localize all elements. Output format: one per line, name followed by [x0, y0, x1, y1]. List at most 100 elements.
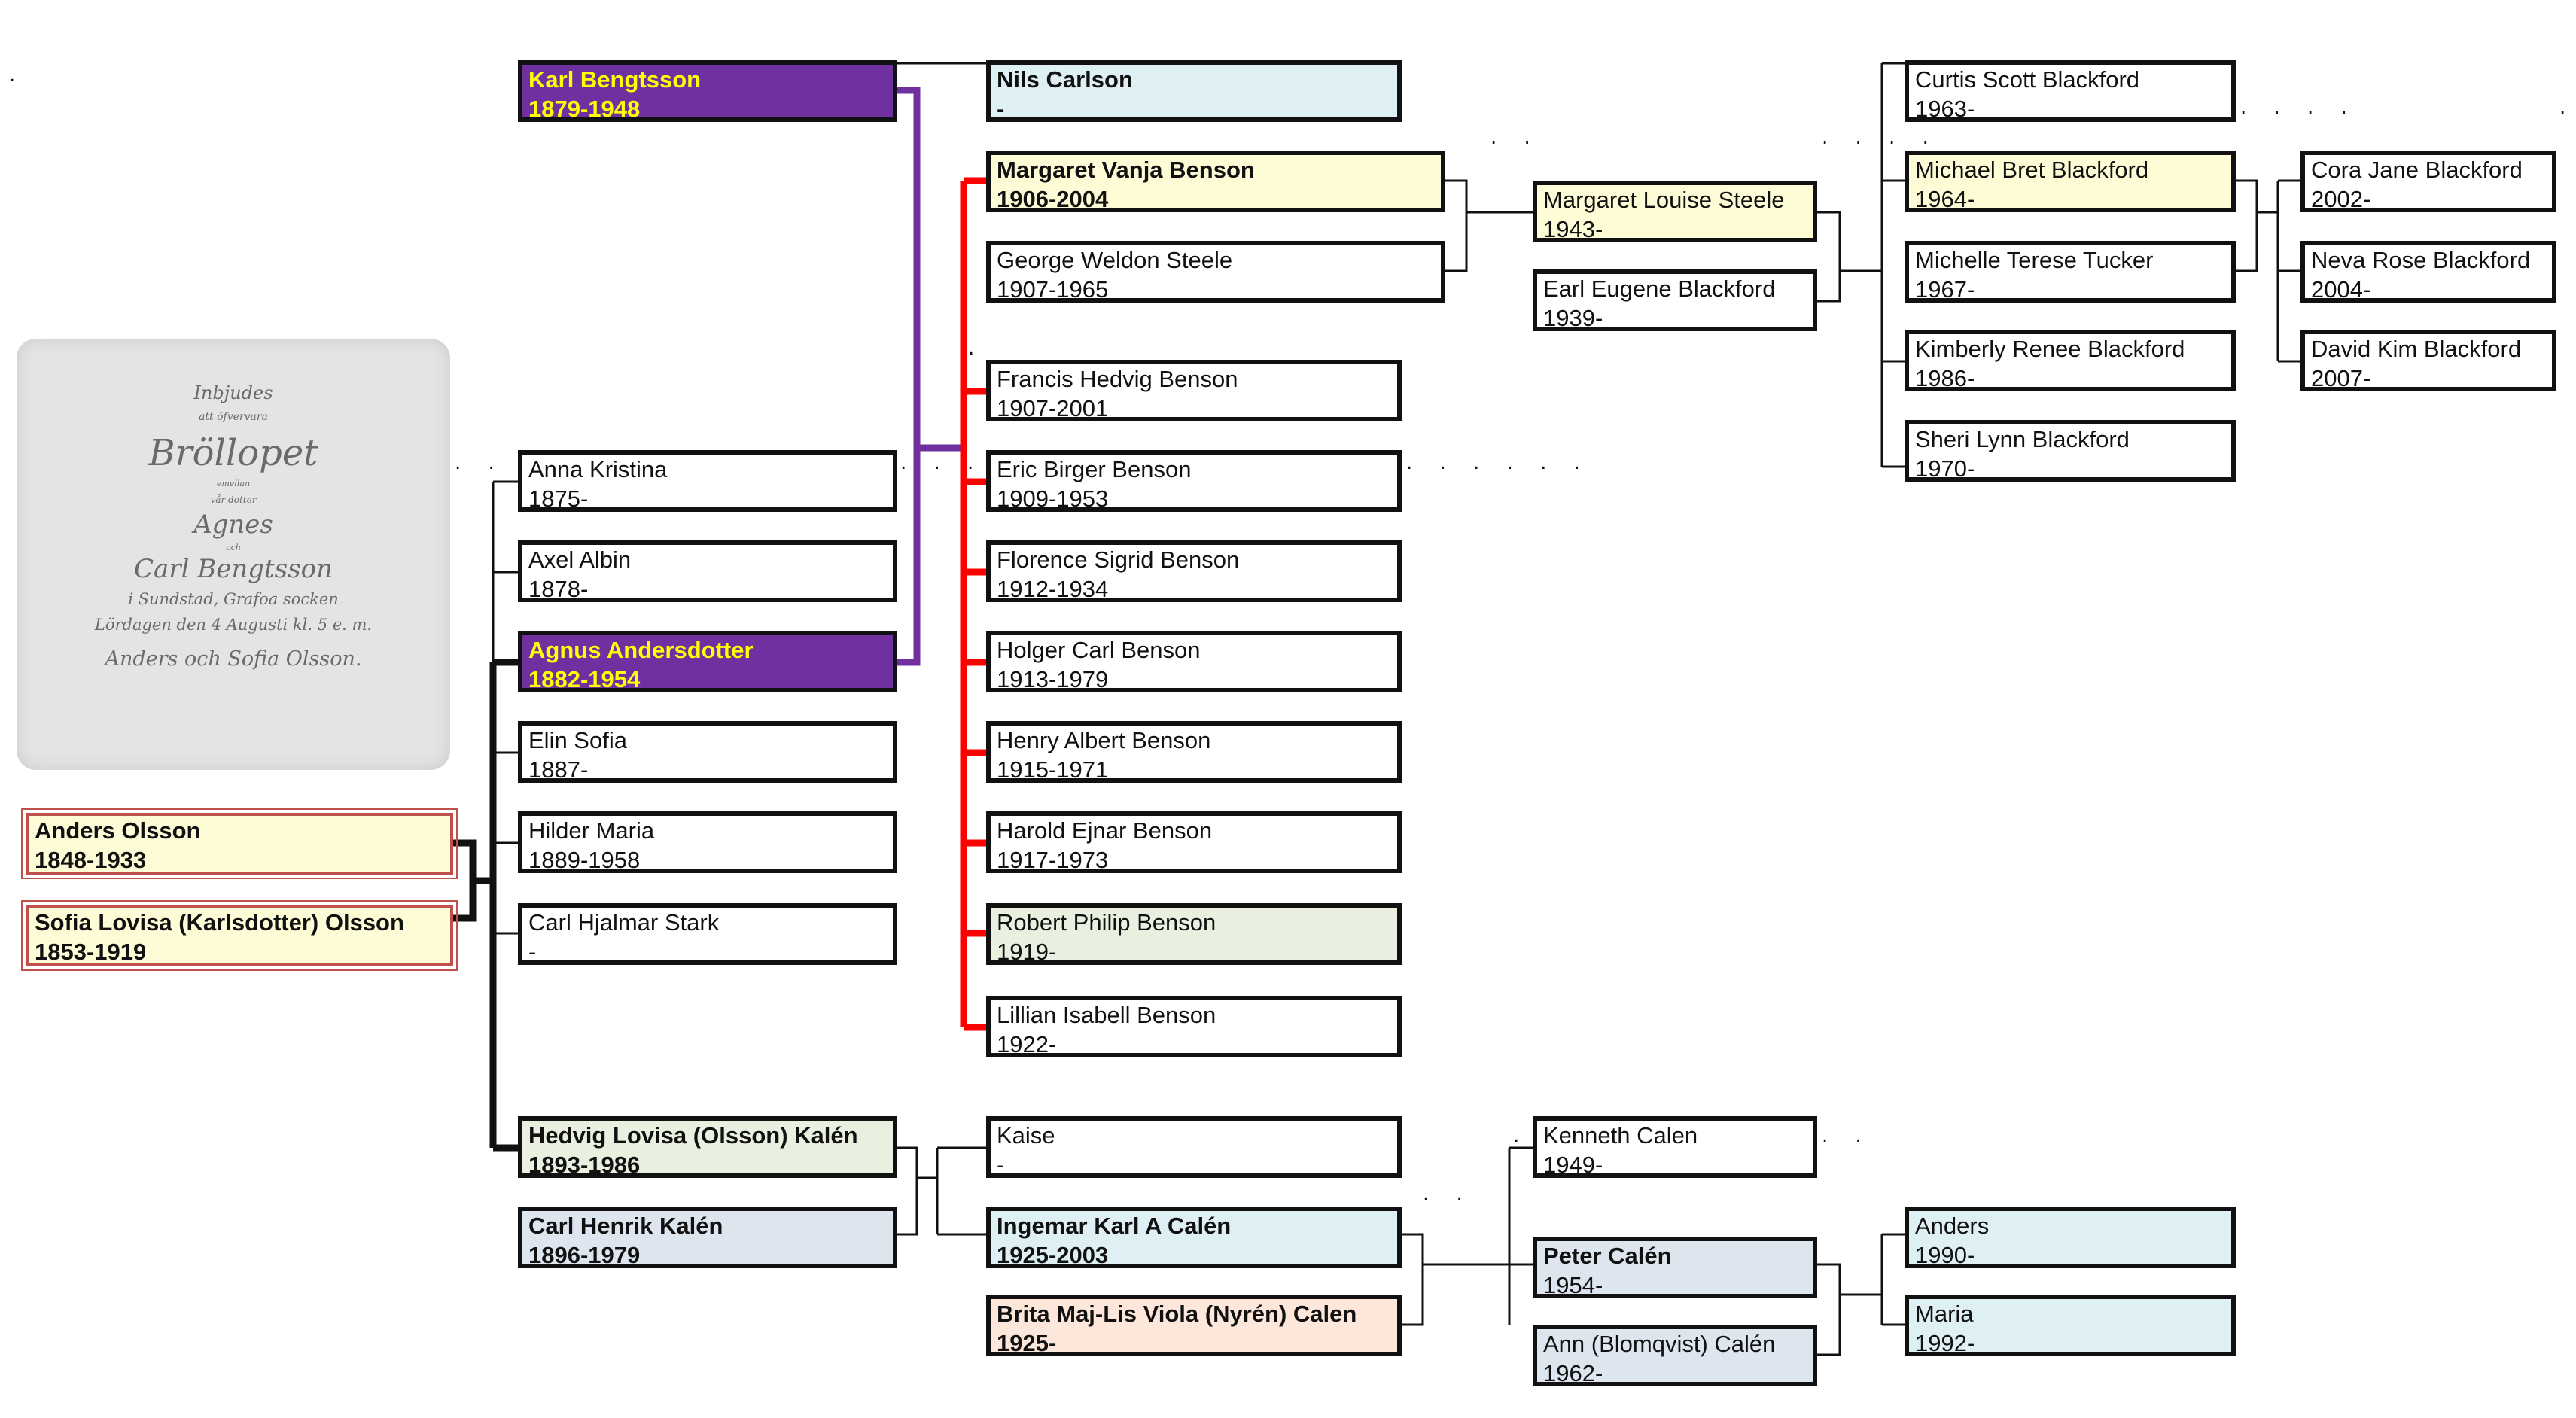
- person-box-ingemar-calen[interactable]: Ingemar Karl A Calén 1925-2003: [986, 1207, 1402, 1268]
- person-box-agnus-andersdotter[interactable]: Agnus Andersdotter 1882-1954: [518, 631, 897, 692]
- person-box-anders-olsson[interactable]: Anders Olsson 1848-1933: [21, 808, 458, 879]
- person-years: 1893-1986: [528, 1152, 641, 1178]
- person-box-kimberly-blackford[interactable]: Kimberly Renee Blackford 1986-: [1905, 330, 2236, 391]
- person-box-nils-carlson[interactable]: Nils Carlson -: [986, 60, 1402, 122]
- person-box-lillian-isabell-benson[interactable]: Lillian Isabell Benson 1922-: [986, 996, 1402, 1057]
- person-box-francis-hedvig-benson[interactable]: Francis Hedvig Benson 1907-2001: [986, 360, 1402, 421]
- person-years: 1878-: [528, 576, 589, 602]
- person-years: 1875-: [528, 485, 589, 512]
- person-box-earl-eugene-blackford[interactable]: Earl Eugene Blackford 1939-: [1533, 269, 1817, 331]
- person-box-brita-calen[interactable]: Brita Maj-Lis Viola (Nyrén) Calen 1925-: [986, 1295, 1402, 1356]
- person-box-margaret-vanja-benson[interactable]: Margaret Vanja Benson 1906-2004: [986, 151, 1445, 212]
- person-box-kaise[interactable]: Kaise -: [986, 1116, 1402, 1178]
- person-years: 1992-: [1915, 1330, 1975, 1356]
- person-box-florence-sigrid-benson[interactable]: Florence Sigrid Benson 1912-1934: [986, 540, 1402, 602]
- person-name: George Weldon Steele: [997, 247, 1233, 273]
- person-name: Holger Carl Benson: [997, 637, 1201, 663]
- person-years: 1943-: [1543, 216, 1603, 242]
- person-box-peter-calen[interactable]: Peter Calén 1954-: [1533, 1237, 1817, 1298]
- person-years: 1907-2001: [997, 395, 1109, 421]
- person-years: 1896-1979: [528, 1242, 641, 1268]
- invitation-line: och: [226, 543, 241, 552]
- person-box-maria[interactable]: Maria 1992-: [1905, 1295, 2236, 1356]
- person-box-ann-calen[interactable]: Ann (Blomqvist) Calén 1962-: [1533, 1325, 1817, 1386]
- person-name: Nils Carlson: [997, 66, 1133, 93]
- person-years: -: [528, 939, 537, 965]
- person-box-david-blackford[interactable]: David Kim Blackford 2007-: [2300, 330, 2556, 391]
- dot-leader: . .: [1490, 126, 1541, 149]
- person-box-carl-henrik-kalen[interactable]: Carl Henrik Kalén 1896-1979: [518, 1207, 897, 1268]
- person-box-michelle-tucker[interactable]: Michelle Terese Tucker 1967-: [1905, 241, 2236, 303]
- person-box-margaret-louise-steele[interactable]: Margaret Louise Steele 1943-: [1533, 181, 1817, 242]
- person-name: David Kim Blackford: [2311, 336, 2522, 362]
- person-years: 1967-: [1915, 276, 1975, 303]
- person-years: 1906-2004: [997, 186, 1109, 212]
- dot-leader: . .: [1822, 1124, 1872, 1147]
- person-box-neva-blackford[interactable]: Neva Rose Blackford 2004-: [2300, 241, 2556, 303]
- person-box-harold-ejnar-benson[interactable]: Harold Ejnar Benson 1917-1973: [986, 811, 1402, 873]
- person-years: 1912-1934: [997, 576, 1109, 602]
- person-years: 1949-: [1543, 1152, 1603, 1178]
- person-years: 1848-1933: [35, 847, 147, 873]
- person-box-carl-hjalmar-stark[interactable]: Carl Hjalmar Stark -: [518, 903, 897, 965]
- person-years: 1925-: [997, 1330, 1057, 1356]
- person-box-anders[interactable]: Anders 1990-: [1905, 1207, 2236, 1268]
- person-box-anna-kristina[interactable]: Anna Kristina 1875-: [518, 450, 897, 512]
- person-years: 1964-: [1915, 186, 1975, 212]
- person-box-kenneth-calen[interactable]: Kenneth Calen 1949-: [1533, 1116, 1817, 1178]
- person-box-sheri-blackford[interactable]: Sheri Lynn Blackford 1970-: [1905, 420, 2236, 482]
- person-box-hedvig-kalen[interactable]: Hedvig Lovisa (Olsson) Kalén 1893-1986: [518, 1116, 897, 1178]
- person-name: Ingemar Karl A Calén: [997, 1213, 1232, 1239]
- person-name: Brita Maj-Lis Viola (Nyrén) Calen: [997, 1301, 1357, 1327]
- dot-leader: . . . .: [1822, 126, 1939, 149]
- person-years: 1915-1971: [997, 756, 1109, 783]
- wedding-invitation-image: Inbjudes att öfvervara Bröllopet emellan…: [17, 339, 450, 770]
- person-box-michael-blackford[interactable]: Michael Bret Blackford 1964-: [1905, 151, 2236, 212]
- person-box-henry-albert-benson[interactable]: Henry Albert Benson 1915-1971: [986, 721, 1402, 783]
- invitation-line: emellan: [216, 479, 251, 488]
- person-years: 2002-: [2311, 186, 2371, 212]
- invitation-line: vår dotter: [210, 494, 257, 505]
- person-years: -: [997, 96, 1005, 122]
- dot-leader: .: [1513, 1124, 1530, 1147]
- person-name: Ann (Blomqvist) Calén: [1543, 1331, 1776, 1357]
- person-name: Kimberly Renee Blackford: [1915, 336, 2185, 362]
- person-name: Elin Sofia: [528, 727, 627, 753]
- person-box-karl-bengtsson[interactable]: Karl Bengtsson 1879-1948: [518, 60, 897, 122]
- invitation-title: Bröllopet: [148, 432, 318, 474]
- person-name: Carl Henrik Kalén: [528, 1213, 723, 1239]
- person-name: Hedvig Lovisa (Olsson) Kalén: [528, 1122, 858, 1149]
- invitation-date: Lördagen den 4 Augusti kl. 5 e. m.: [94, 616, 373, 634]
- person-years: 1907-1965: [997, 276, 1109, 303]
- person-name: Sheri Lynn Blackford: [1915, 426, 2130, 452]
- person-years: 1882-1954: [528, 666, 641, 692]
- dot-leader: .: [968, 337, 985, 360]
- person-name: Agnus Andersdotter: [528, 637, 754, 663]
- person-years: 1913-1979: [997, 666, 1109, 692]
- person-years: 1917-1973: [997, 847, 1109, 873]
- person-box-hilder-maria[interactable]: Hilder Maria 1889-1958: [518, 811, 897, 873]
- person-box-sofia-olsson[interactable]: Sofia Lovisa (Karlsdotter) Olsson 1853-1…: [21, 900, 458, 971]
- person-name: Peter Calén: [1543, 1243, 1672, 1269]
- person-name: Sofia Lovisa (Karlsdotter) Olsson: [35, 909, 404, 936]
- person-name: Margaret Vanja Benson: [997, 157, 1255, 183]
- person-name: Michael Bret Blackford: [1915, 157, 2149, 183]
- person-years: 1925-2003: [997, 1242, 1109, 1268]
- person-name: Kenneth Calen: [1543, 1122, 1698, 1149]
- person-name: Anders: [1915, 1213, 1990, 1239]
- person-name: Harold Ejnar Benson: [997, 817, 1213, 844]
- person-box-eric-birger-benson[interactable]: Eric Birger Benson 1909-1953: [986, 450, 1402, 512]
- person-box-curtis-blackford[interactable]: Curtis Scott Blackford 1963-: [1905, 60, 2236, 122]
- person-name: Neva Rose Blackford: [2311, 247, 2531, 273]
- person-name: Axel Albin: [528, 546, 632, 573]
- person-box-cora-blackford[interactable]: Cora Jane Blackford 2002-: [2300, 151, 2556, 212]
- person-box-elin-sofia[interactable]: Elin Sofia 1887-: [518, 721, 897, 783]
- person-box-robert-philip-benson[interactable]: Robert Philip Benson 1919-: [986, 903, 1402, 965]
- person-box-axel-albin[interactable]: Axel Albin 1878-: [518, 540, 897, 602]
- person-box-george-weldon-steele[interactable]: George Weldon Steele 1907-1965: [986, 241, 1445, 303]
- dot-leader: . . .: [900, 452, 985, 474]
- invitation-line: Inbjudes: [193, 382, 273, 403]
- person-box-holger-carl-benson[interactable]: Holger Carl Benson 1913-1979: [986, 631, 1402, 692]
